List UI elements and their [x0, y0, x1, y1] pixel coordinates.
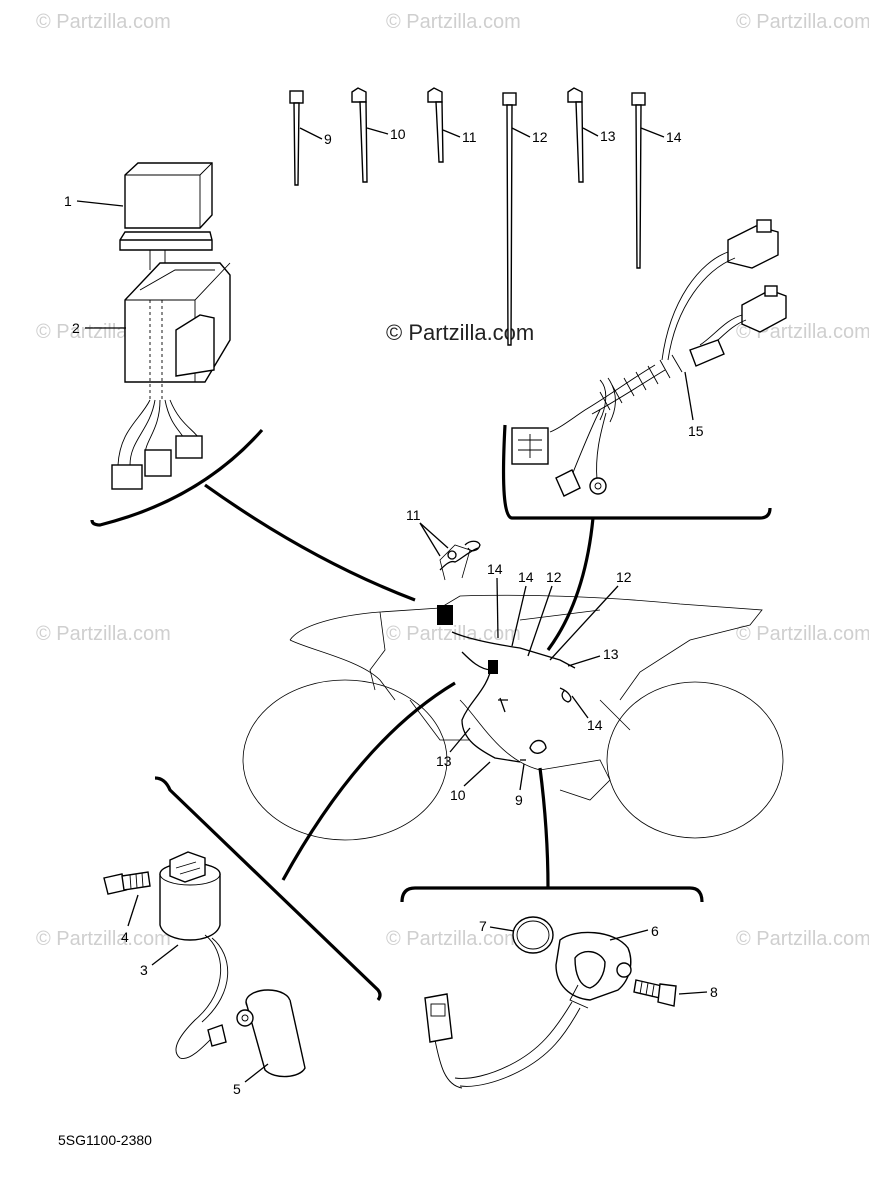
cable-tie-11-icon[interactable]	[427, 87, 444, 163]
svg-text:14: 14	[666, 129, 682, 145]
callout-15: 15	[684, 371, 704, 439]
watermark: © Partzilla.com	[36, 11, 171, 33]
callout-5: 5	[233, 1063, 269, 1097]
svg-text:15: 15	[688, 423, 704, 439]
svg-text:6: 6	[651, 923, 659, 939]
callout-13-top: 13	[582, 127, 616, 144]
callout-11-bike: 11	[406, 507, 449, 557]
bolt-8-icon[interactable]	[633, 979, 677, 1007]
svg-text:11: 11	[406, 507, 421, 523]
diagram-code: 5SG1100-2380	[58, 1132, 152, 1148]
watermark: © Partzilla.com	[386, 320, 534, 345]
watermark: © Partzilla.com	[736, 623, 869, 645]
callout-2: 2	[72, 320, 126, 336]
watermark: © Partzilla.com	[386, 623, 521, 645]
callout-13-bike-a: 13	[567, 646, 619, 667]
harness-routing-icon	[437, 540, 576, 763]
watermark: © Partzilla.com	[386, 11, 521, 33]
leader-coil-to-bike	[281, 681, 456, 881]
leader-harness-to-bike	[546, 517, 595, 651]
callout-10-bike: 10	[450, 761, 491, 803]
cable-tie-10-icon[interactable]	[351, 87, 368, 183]
group-bracket-bottom-right	[400, 886, 704, 903]
wire-harness-icon[interactable]	[511, 219, 787, 497]
svg-text:4: 4	[121, 929, 129, 945]
callout-14-bike-c: 14	[571, 695, 603, 733]
cable-tie-9-icon[interactable]	[289, 90, 304, 186]
callout-3: 3	[140, 944, 179, 978]
svg-text:10: 10	[390, 126, 406, 142]
svg-text:1: 1	[64, 193, 72, 209]
callout-13-bike-b: 13	[436, 727, 471, 769]
svg-text:3: 3	[140, 962, 148, 978]
ignition-coil-icon[interactable]	[159, 851, 229, 1060]
leader-sensor-to-bike	[538, 767, 550, 889]
callout-8: 8	[678, 984, 718, 1000]
svg-text:14: 14	[518, 569, 534, 585]
svg-text:12: 12	[546, 569, 562, 585]
watermark-layer: © Partzilla.com © Partzilla.com © Partzi…	[36, 11, 869, 950]
cable-tie-14-icon[interactable]	[631, 92, 646, 269]
svg-text:13: 13	[603, 646, 619, 662]
callout-12-bike-b: 12	[549, 569, 632, 661]
svg-text:13: 13	[436, 753, 452, 769]
callout-1: 1	[64, 193, 124, 209]
svg-text:8: 8	[710, 984, 718, 1000]
callout-14-bike-a: 14	[487, 561, 503, 639]
callout-12-top: 12	[511, 127, 548, 145]
watermark: © Partzilla.com	[386, 928, 521, 950]
svg-text:12: 12	[616, 569, 632, 585]
svg-text:12: 12	[532, 129, 548, 145]
callout-12-bike-a: 12	[527, 569, 562, 657]
watermark: © Partzilla.com	[736, 928, 869, 950]
group-bracket-top-right	[501, 424, 772, 520]
cable-tie-12-icon[interactable]	[502, 92, 517, 346]
callout-10-top: 10	[366, 126, 406, 142]
watermark: © Partzilla.com	[736, 11, 869, 33]
callout-9-top: 9	[299, 127, 332, 147]
watermark: © Partzilla.com	[36, 928, 171, 950]
callout-9-bike: 9	[515, 763, 525, 808]
group-bracket-bottom-left	[154, 776, 382, 1001]
spark-plug-cap-icon[interactable]	[236, 989, 306, 1078]
callout-4: 4	[121, 894, 139, 945]
callout-7: 7	[479, 918, 515, 934]
svg-text:2: 2	[72, 320, 80, 336]
group-bracket-top-left	[90, 428, 264, 527]
o-ring-icon[interactable]	[512, 916, 554, 954]
sensor-icon[interactable]	[424, 931, 632, 1089]
callout-6: 6	[609, 923, 659, 941]
svg-text:10: 10	[450, 787, 466, 803]
svg-text:7: 7	[479, 918, 487, 934]
svg-text:5: 5	[233, 1081, 241, 1097]
callout-11-top: 11	[442, 129, 477, 145]
motorcycle-outline-icon	[242, 544, 784, 841]
svg-text:14: 14	[587, 717, 603, 733]
cable-tie-13-icon[interactable]	[567, 87, 584, 183]
cdi-bracket-icon[interactable]	[111, 262, 231, 490]
svg-text:11: 11	[462, 129, 477, 145]
svg-text:9: 9	[324, 131, 332, 147]
leader-cdi-to-bike	[204, 483, 416, 602]
bolt-icon[interactable]	[103, 871, 151, 895]
svg-text:13: 13	[600, 128, 616, 144]
svg-text:14: 14	[487, 561, 503, 577]
svg-text:9: 9	[515, 792, 523, 808]
callout-14-bike-b: 14	[511, 569, 534, 647]
watermark: © Partzilla.com	[36, 623, 171, 645]
callout-14-top: 14	[640, 127, 682, 145]
cdi-unit-icon[interactable]	[119, 162, 213, 270]
